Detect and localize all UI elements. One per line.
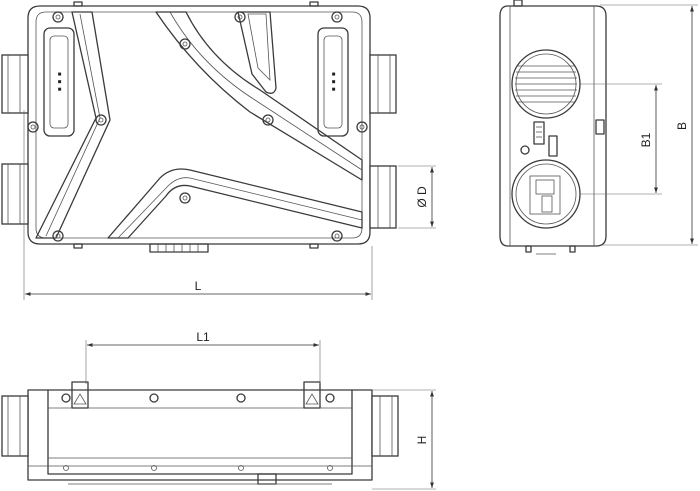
mounting-brackets [71,381,321,409]
duct-left-bottom [1,163,29,225]
duct-right-top [369,54,397,114]
svg-text:▪ ▪ ▪: ▪ ▪ ▪ [53,72,67,91]
side-duct-upper [511,49,581,119]
side-view: B B1 [499,0,698,255]
handle-left: ▪ ▪ ▪ [43,27,75,137]
handle-right: ▪ ▪ ▪ [317,27,349,137]
dimension-label-width: B [675,122,689,130]
front-view: L1 H [1,330,436,490]
dimension-label-length: L [195,279,202,293]
duct-right-bottom [369,165,397,229]
dimension-label-length-inner: L1 [196,330,210,344]
front-duct-right [371,395,399,457]
front-duct-left [1,395,29,457]
dimension-label-height: H [415,436,429,445]
dimension-label-duct-diameter: Ø D [415,186,429,208]
screws-top-view [27,11,368,242]
top-view: ▪ ▪ ▪ ▪ ▪ ▪ [1,1,436,300]
top-view-body [27,5,371,245]
svg-text:▪ ▪ ▪: ▪ ▪ ▪ [327,72,341,91]
dimension-label-width-inner: B1 [639,132,653,147]
side-duct-lower [511,159,581,229]
duct-left-top [1,54,29,114]
terminal-block [149,243,209,253]
